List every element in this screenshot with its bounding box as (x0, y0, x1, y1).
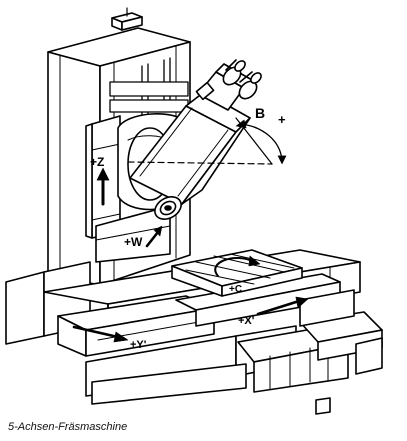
figure-caption: 5-Achsen-Fräsmaschine (8, 421, 128, 433)
guide-rods (109, 57, 189, 119)
axis-arrows (72, 167, 309, 343)
c-axis-label: +C (229, 284, 242, 295)
y-slide (57, 295, 215, 357)
front-base (85, 289, 383, 415)
z-axis-label: +Z (90, 155, 104, 169)
b-axis-label: B (255, 105, 265, 121)
w-slide (95, 205, 171, 263)
w-axis-label: +W (124, 235, 143, 249)
rotary-table (171, 249, 303, 297)
milling-head (129, 59, 262, 220)
x-axis-label: +X' (238, 315, 255, 327)
b-axis-indicator (127, 117, 287, 165)
y-axis-label: +Y' (130, 339, 147, 351)
b-axis-plus: + (278, 112, 286, 127)
